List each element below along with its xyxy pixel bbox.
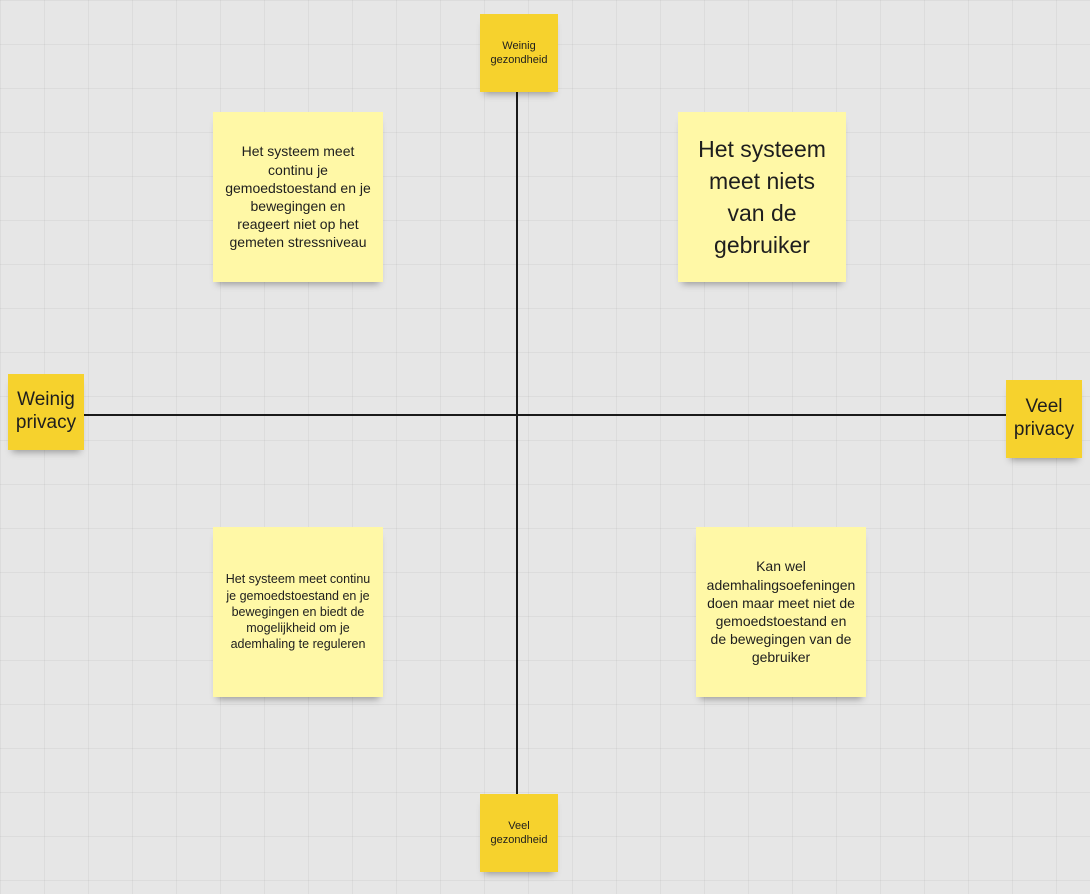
sticky-note-bottom-left[interactable]: Het systeem meet continu je gemoedstoest… (213, 527, 383, 697)
sticky-note-left-axis[interactable]: Weinig privacy (8, 374, 84, 450)
sticky-note-top-left[interactable]: Het systeem meet continu je gemoedstoest… (213, 112, 383, 282)
sticky-note-bottom-axis[interactable]: Veel gezondheid (480, 794, 558, 872)
sticky-note-text: Het systeem meet niets van de gebruiker (698, 135, 826, 259)
vertical-axis-line (516, 92, 518, 796)
sticky-note-text: Veel gezondheid (490, 819, 548, 846)
sticky-note-text: Weinig privacy (15, 389, 77, 433)
sticky-note-text: Kan wel ademhalingsoefeningen doen maar … (706, 558, 856, 666)
sticky-note-text: Het systeem meet continu je gemoedstoest… (225, 572, 371, 652)
sticky-note-text: Weinig gezondheid (490, 39, 548, 66)
sticky-note-top-right[interactable]: Het systeem meet niets van de gebruiker (678, 112, 846, 282)
sticky-note-bottom-right[interactable]: Kan wel ademhalingsoefeningen doen maar … (696, 527, 866, 697)
horizontal-axis-line (84, 414, 1006, 416)
sticky-note-top-axis[interactable]: Weinig gezondheid (480, 14, 558, 92)
sticky-note-text: Het systeem meet continu je gemoedstoest… (225, 143, 371, 251)
sticky-note-text: Veel privacy (1013, 396, 1075, 440)
sticky-note-right-axis[interactable]: Veel privacy (1006, 380, 1082, 458)
